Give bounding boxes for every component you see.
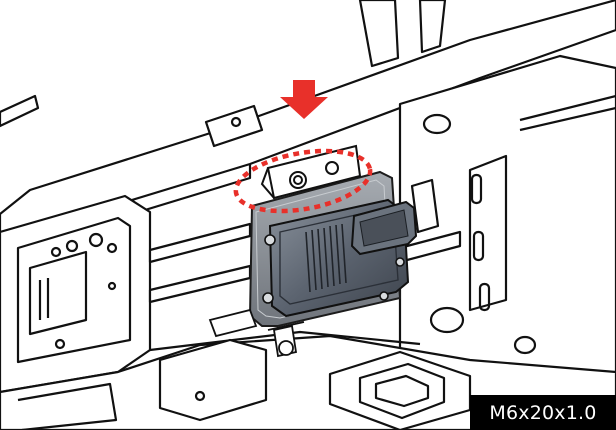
fastener-spec-label: M6x20x1.0 xyxy=(470,395,616,430)
cable-bundle xyxy=(208,308,305,358)
control-module xyxy=(262,198,418,318)
top-bracket xyxy=(260,144,362,200)
dotted-ellipse-icon xyxy=(233,148,373,214)
down-arrow-icon xyxy=(280,80,328,119)
